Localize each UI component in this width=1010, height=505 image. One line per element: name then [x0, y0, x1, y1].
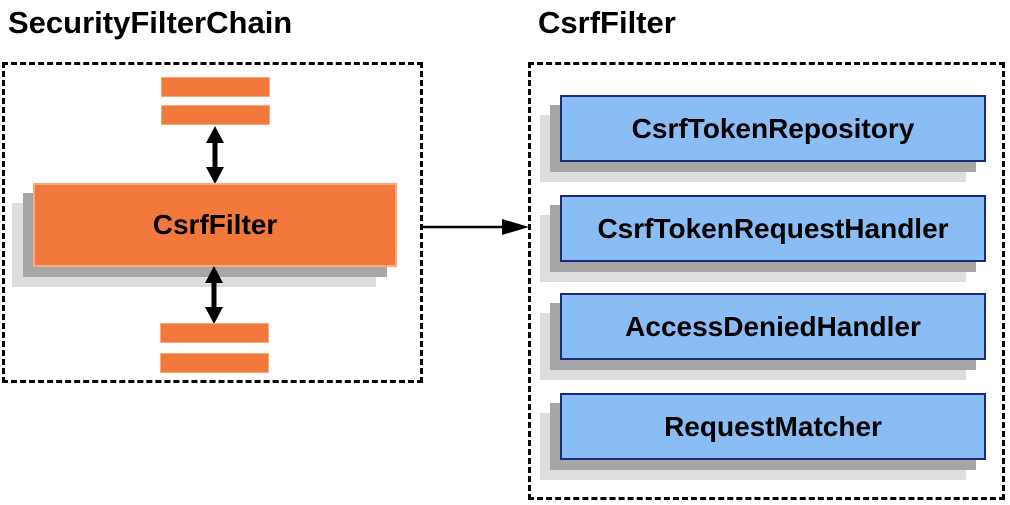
csrf-filter-title: CsrfFilter: [538, 5, 676, 40]
component-label: CsrfTokenRepository: [631, 112, 915, 144]
filter-placeholder-bar-top-2: [161, 105, 270, 125]
csrf-filter-node-label: CsrfFilter: [152, 209, 278, 240]
bidirectional-arrow-icon: [206, 126, 224, 184]
component-label: AccessDeniedHandler: [625, 310, 921, 342]
component-label: CsrfTokenRequestHandler: [597, 212, 949, 244]
security-filter-chain-title: SecurityFilterChain: [8, 5, 293, 40]
csrf-filter-container: [528, 62, 1005, 500]
flow-arrow-icon: [423, 219, 529, 235]
component-label: RequestMatcher: [664, 410, 882, 442]
filter-placeholder-bar-bottom-2: [160, 353, 269, 373]
csrf-filter-node: CsrfFilter: [33, 183, 397, 267]
component-csrf-token-request-handler: CsrfTokenRequestHandler: [560, 195, 986, 262]
security-filter-chain-container: [2, 62, 423, 383]
filter-placeholder-bar-top-1: [161, 77, 270, 97]
filter-placeholder-bar-bottom-1: [160, 323, 269, 343]
bidirectional-arrow-icon: [205, 266, 223, 324]
component-csrf-token-repository: CsrfTokenRepository: [560, 95, 986, 162]
component-access-denied-handler: AccessDeniedHandler: [560, 293, 986, 360]
component-request-matcher: RequestMatcher: [560, 393, 986, 460]
